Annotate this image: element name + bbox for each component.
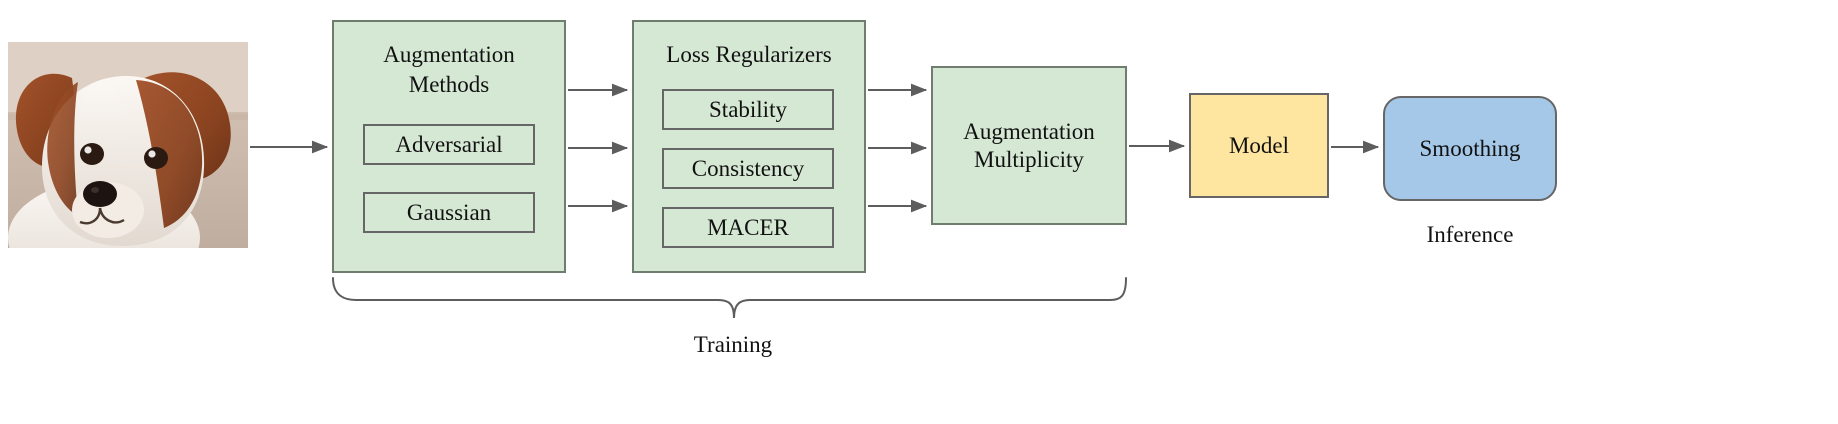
sub-box-stability[interactable]: Stability [662, 89, 834, 130]
sub-box-adversarial[interactable]: Adversarial [363, 124, 535, 165]
sub-box-macer-label: MACER [707, 214, 789, 240]
sub-box-gaussian[interactable]: Gaussian [363, 192, 535, 233]
sub-box-stability-label: Stability [709, 96, 787, 122]
box-augmentation-multiplicity[interactable]: Augmentation Multiplicity [931, 66, 1127, 225]
caption-inference: Inference [1383, 222, 1557, 248]
smoothing-label: Smoothing [1419, 135, 1521, 161]
dog-photo [8, 42, 248, 248]
caption-inference-text: Inference [1426, 222, 1514, 247]
augmentation-multiplicity-line-1: Augmentation [963, 119, 1095, 145]
augmentation-multiplicity-line-2: Multiplicity [974, 146, 1084, 172]
training-brace [332, 277, 1127, 319]
model-label: Model [1228, 132, 1290, 158]
group-loss-regularizers-title: Loss Regularizers [632, 40, 866, 70]
caption-training-text: Training [693, 332, 773, 357]
sub-box-consistency-label: Consistency [691, 155, 805, 181]
caption-training: Training [633, 332, 833, 358]
sub-box-gaussian-label: Gaussian [406, 199, 492, 225]
box-model[interactable]: Model [1189, 93, 1329, 198]
group-title-line-1: Augmentation [383, 42, 515, 67]
group-augmentation-methods-title: Augmentation Methods [332, 40, 566, 101]
sub-box-macer[interactable]: MACER [662, 207, 834, 248]
augmentation-multiplicity-label: Augmentation Multiplicity [963, 118, 1095, 172]
sub-box-consistency[interactable]: Consistency [662, 148, 834, 189]
sub-box-adversarial-label: Adversarial [395, 131, 503, 157]
box-smoothing[interactable]: Smoothing [1383, 96, 1557, 201]
dog-photo-illustration [8, 42, 248, 248]
group-title-line-2: Methods [408, 72, 490, 98]
group-title-line-1: Loss Regularizers [666, 42, 832, 67]
